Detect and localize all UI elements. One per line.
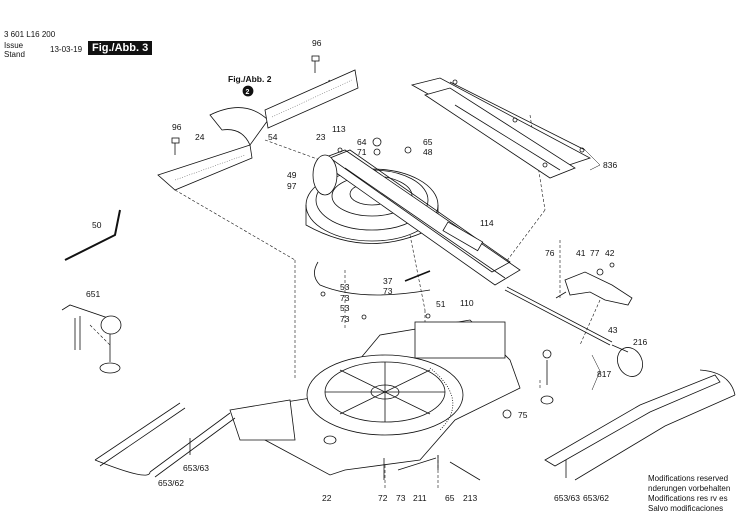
lever-41 [555,262,633,306]
extension-bar-right [544,369,736,481]
screw-96-top [311,55,320,73]
label-75: 75 [518,410,528,420]
label-653-63a: 653/63 [183,463,209,473]
issue-date: 13-03-19 [50,45,83,54]
label-110: 110 [460,298,474,308]
label-53b: 53 [340,303,350,313]
stand-label: Stand [4,50,25,59]
label-51: 51 [436,299,446,309]
notice-line: Modifications res rv es [648,494,728,503]
guide-rod-43 [504,286,613,346]
label-114: 114 [480,218,494,228]
part-labels: 96 96 24 54 23 113 64 71 65 48 49 97 836… [86,38,647,503]
notice-line: Salvo modificaciones [648,504,724,513]
reference-label: Fig./Abb. 2 [228,74,272,84]
extension-bar-left [94,402,236,478]
label-213: 213 [463,493,477,503]
knob-216 [611,344,643,377]
upper-turntable [305,168,439,244]
doc-number: 3 601 L16 200 [4,30,56,39]
slide-arm [312,149,521,286]
label-97: 97 [287,181,297,191]
label-76: 76 [545,248,555,258]
label-64: 64 [357,137,367,147]
label-651: 651 [86,289,100,299]
label-77: 77 [590,248,600,258]
notice-line: Modifications reserved [648,474,729,483]
rail-836 [410,77,592,179]
label-43: 43 [608,325,618,335]
label-53a: 53 [340,282,350,292]
label-22: 22 [322,493,332,503]
reference-marker [242,85,254,97]
label-50: 50 [92,220,102,230]
label-73d: 73 [396,493,406,503]
label-211: 211 [413,493,427,503]
issue-label: Issue [4,41,24,50]
label-817: 817 [597,369,611,379]
label-65: 65 [423,137,433,147]
notice-line: nderungen vorbehalten [648,484,731,493]
screw-96-left [171,137,180,155]
fence-right [264,69,359,129]
label-65b: 65 [445,493,455,503]
label-37: 37 [383,276,393,286]
label-73c: 73 [340,314,350,324]
allen-key-50 [64,209,121,261]
label-42: 42 [605,248,615,258]
label-73a: 73 [340,293,350,303]
label-49: 49 [287,170,297,180]
label-113: 113 [332,124,346,134]
fence-left [157,107,269,191]
label-96a: 96 [312,38,322,48]
label-653-63b: 653/63 [554,493,580,503]
small-parts [189,137,567,481]
figure-title: Fig./Abb. 3 [88,41,153,55]
label-96b: 96 [172,122,182,132]
label-48: 48 [423,147,433,157]
label-41: 41 [576,248,586,258]
label-54: 54 [268,132,278,142]
label-216: 216 [633,337,647,347]
modifications-notice: Modifications reserved nderungen vorbeha… [648,474,730,514]
label-71: 71 [357,147,367,157]
leader-lines [584,149,601,391]
clamp-651 [61,304,122,374]
label-73b: 73 [383,286,393,296]
label-653-62b: 653/62 [583,493,609,503]
label-836: 836 [603,160,617,170]
label-653-62a: 653/62 [158,478,184,488]
reference-marker-text: 2 [246,89,250,96]
label-72: 72 [378,493,388,503]
base-22 [229,319,521,476]
label-24: 24 [195,132,205,142]
label-23: 23 [316,132,326,142]
